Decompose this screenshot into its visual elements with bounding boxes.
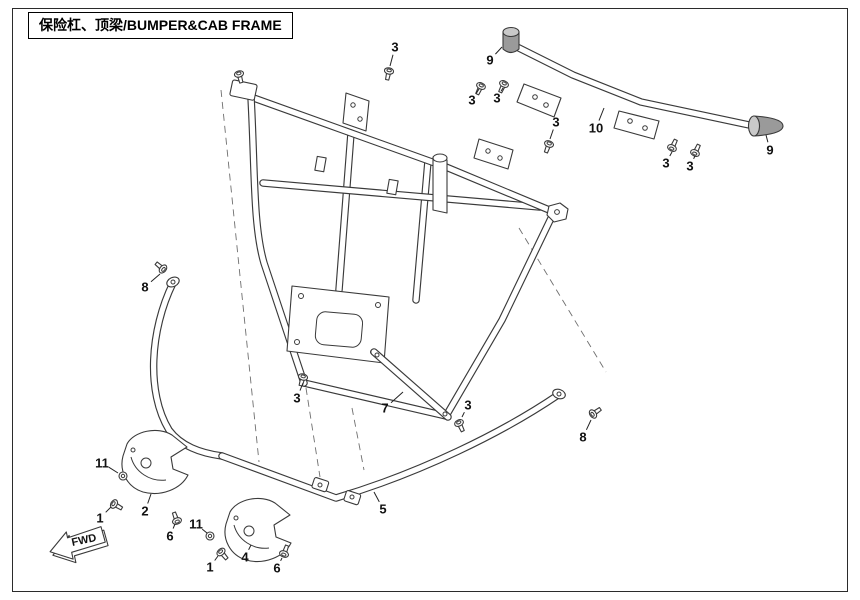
frame-bracket-right bbox=[473, 138, 514, 170]
bolt-part-1 bbox=[108, 497, 125, 514]
bolt-part-1 bbox=[214, 546, 231, 563]
leader-line bbox=[669, 151, 673, 157]
top-bracket bbox=[342, 92, 370, 132]
beam-bracket-mid bbox=[613, 110, 660, 140]
leader-line bbox=[299, 382, 304, 391]
nut-part-11 bbox=[205, 531, 215, 541]
leader-lines bbox=[105, 46, 769, 562]
leader-line bbox=[172, 523, 176, 529]
leader-line bbox=[147, 493, 152, 504]
leader-line bbox=[105, 506, 112, 513]
frame-tab bbox=[314, 155, 327, 173]
leader-line bbox=[201, 528, 208, 534]
bolt-part-3 bbox=[452, 417, 468, 434]
right-post bbox=[432, 156, 448, 214]
bolt-part-6 bbox=[169, 510, 183, 527]
bolt-part-3 bbox=[665, 137, 681, 154]
leader-line bbox=[598, 107, 605, 121]
leader-line bbox=[150, 273, 161, 283]
fwd-label: FWD bbox=[70, 532, 97, 549]
leader-line bbox=[108, 466, 119, 474]
leader-line bbox=[373, 491, 380, 503]
page-title-text: 保险杠、顶梁/BUMPER&CAB FRAME bbox=[39, 17, 282, 33]
leader-line bbox=[461, 411, 465, 418]
bolt-part-3 bbox=[495, 78, 511, 95]
nut-part-11 bbox=[118, 471, 128, 481]
leader-line bbox=[214, 555, 219, 561]
bolt-part-8 bbox=[152, 259, 169, 276]
leader-line bbox=[248, 544, 252, 551]
bolt-part-3 bbox=[382, 66, 395, 82]
frame-tab bbox=[386, 178, 399, 196]
bolt-part-3 bbox=[541, 138, 555, 155]
bumper-cover-part-2 bbox=[121, 429, 189, 494]
leader-line bbox=[495, 46, 503, 55]
leader-line bbox=[693, 155, 696, 160]
fwd-arrow: FWD bbox=[49, 526, 109, 564]
end-cap-9-right bbox=[747, 115, 784, 137]
cab-top-beam-part-10 bbox=[472, 26, 784, 159]
rubber-mount-9-left bbox=[502, 26, 520, 54]
front-cab-frame bbox=[229, 66, 569, 434]
bumper-tube-assembly bbox=[152, 259, 604, 506]
bolt-part-3 bbox=[688, 142, 704, 159]
page-title: 保险杠、顶梁/BUMPER&CAB FRAME bbox=[28, 12, 293, 39]
leader-line bbox=[765, 134, 769, 143]
bolt-part-3 bbox=[472, 80, 488, 97]
leader-line bbox=[500, 87, 504, 92]
leader-line bbox=[549, 129, 554, 140]
beam-bracket-left bbox=[516, 83, 562, 118]
bolt-part-8 bbox=[587, 404, 604, 421]
leader-line bbox=[585, 419, 592, 431]
diagonal-brace-part-7 bbox=[374, 352, 448, 417]
leader-line bbox=[475, 88, 480, 94]
leader-line bbox=[390, 391, 404, 404]
corner-bracket bbox=[229, 79, 258, 101]
leader-line bbox=[389, 54, 394, 67]
leader-line bbox=[280, 557, 283, 562]
